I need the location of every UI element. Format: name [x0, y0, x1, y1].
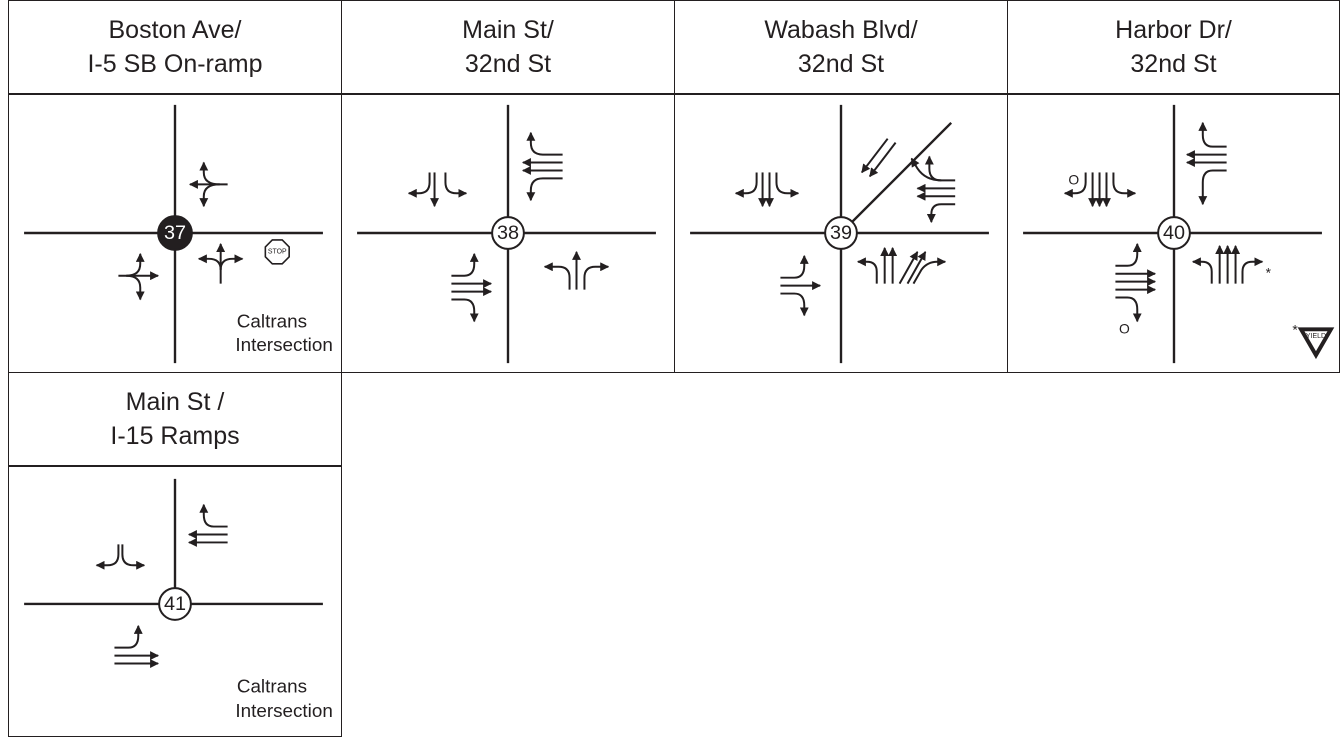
- eastbound-lane-arrows: [118, 252, 160, 301]
- caltrans-note-line-2: Intersection: [235, 700, 332, 721]
- overlap-label: O: [1068, 171, 1079, 187]
- title-line-2: 32nd St: [464, 50, 552, 78]
- intersection-title: Main St / I-15 Ramps: [9, 373, 341, 467]
- westbound-lane-arrows: [910, 155, 956, 223]
- intersection-title: Main St/ 32nd St: [342, 1, 674, 95]
- intersection-panel-41: Main St / I-15 Ramps: [8, 372, 342, 737]
- node-label: 37: [164, 222, 186, 244]
- eastbound-lane-arrows: [114, 624, 160, 669]
- intersection-panel-39: Wabash Blvd/ 32nd St: [674, 0, 1008, 373]
- stop-sign-icon: STOP: [264, 239, 290, 265]
- westbound-lane-arrows: [1186, 121, 1227, 206]
- node-label: 40: [1163, 222, 1185, 244]
- intersection-title: Boston Ave/ I-5 SB On-ramp: [9, 1, 341, 95]
- eastbound-lane-arrows: O: [1115, 243, 1157, 336]
- northbound-lane-arrows: [197, 243, 244, 284]
- diagonal-lane-arrows: [861, 138, 897, 178]
- eastbound-lane-arrows: [780, 254, 822, 317]
- intersection-diagram: O O: [1008, 95, 1339, 372]
- intersection-panel-38: Main St/ 32nd St: [341, 0, 675, 373]
- yield-asterisk: *: [1266, 265, 1272, 281]
- caltrans-note-line-2: Intersection: [235, 334, 333, 355]
- intersection-panel-40: Harbor Dr/ 32nd St O: [1007, 0, 1340, 373]
- southbound-lane-arrows: [407, 172, 468, 208]
- westbound-lane-arrows: [521, 131, 563, 202]
- diagonal-road: [840, 121, 953, 234]
- node-label: 41: [164, 593, 186, 615]
- title-line-1: Wabash Blvd/: [764, 16, 918, 44]
- northbound-lane-arrows: [856, 247, 947, 285]
- title-line-1: Boston Ave/: [108, 16, 242, 44]
- node-label: 38: [497, 222, 519, 244]
- intersection-diagram: 39: [675, 95, 1007, 372]
- intersection-node-37: 37: [157, 215, 193, 251]
- title-line-2: I-5 SB On-ramp: [87, 50, 263, 78]
- southbound-lane-arrows: O: [1063, 171, 1137, 208]
- caltrans-note-line-1: Caltrans: [237, 310, 307, 331]
- overlap-label: O: [1119, 320, 1130, 336]
- title-line-2: 32nd St: [797, 50, 885, 78]
- title-line-2: 32nd St: [1130, 50, 1217, 78]
- westbound-lane-arrows: [188, 161, 228, 208]
- westbound-lane-arrows: [188, 503, 228, 547]
- stop-sign-label: STOP: [268, 248, 287, 255]
- title-line-2: I-15 Ramps: [110, 422, 240, 450]
- intersection-node-40: 40: [1157, 216, 1191, 250]
- caltrans-note-line-1: Caltrans: [237, 675, 307, 696]
- title-line-1: Main St /: [125, 388, 225, 416]
- northbound-lane-arrows: *: [1191, 245, 1272, 284]
- intersection-title: Harbor Dr/ 32nd St: [1008, 1, 1339, 95]
- title-line-1: Main St/: [462, 16, 554, 44]
- intersection-node-41: 41: [158, 587, 192, 621]
- node-label: 39: [830, 222, 852, 244]
- intersection-node-38: 38: [491, 216, 525, 250]
- yield-legend-asterisk: *: [1292, 321, 1298, 337]
- southbound-lane-arrows: [734, 172, 800, 208]
- southbound-lane-arrows: [95, 544, 146, 570]
- title-line-1: Harbor Dr/: [1115, 16, 1232, 44]
- intersection-diagram: STOP 37 Caltrans Intersection: [9, 95, 341, 372]
- intersection-panel-37: Boston Ave/ I-5 SB On-ramp: [8, 0, 342, 373]
- intersection-diagram: 41 Caltrans Intersection: [9, 467, 341, 736]
- eastbound-lane-arrows: [451, 252, 493, 323]
- northbound-lane-arrows: [543, 250, 610, 290]
- intersection-title: Wabash Blvd/ 32nd St: [675, 1, 1007, 95]
- intersection-diagram: 38: [342, 95, 674, 372]
- yield-sign-icon: YIELD: [1297, 327, 1335, 360]
- yield-sign-label: YIELD: [1306, 333, 1326, 340]
- intersection-node-39: 39: [824, 216, 858, 250]
